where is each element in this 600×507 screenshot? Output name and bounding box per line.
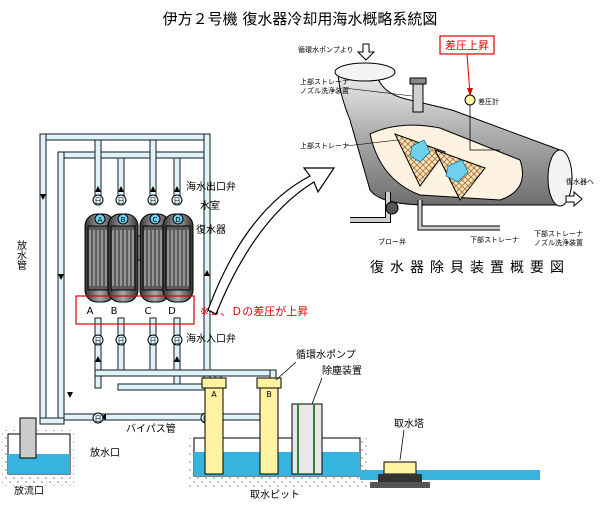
label-outlet-valve: 海水出口弁	[186, 180, 236, 193]
svg-text:日: 日	[118, 337, 125, 345]
label-lower-strainer-nozzle-2: ノズル洗浄装置	[534, 238, 583, 247]
pressure-rise-note: ※Ｂ、Ｄの差圧が上昇	[200, 304, 308, 318]
intake-tower	[370, 461, 430, 488]
label-lower-strainer: 下部ストレーナ	[470, 235, 519, 244]
pipe-network	[39, 133, 277, 425]
label-discharge-pipe: 放水管	[15, 239, 27, 271]
right-diagram-caption: 復水器除貝装置概要図	[370, 259, 570, 276]
inlet-valve-d: 日	[171, 334, 183, 346]
unit-label-b: B	[111, 306, 118, 317]
outflow-arrow	[565, 190, 583, 208]
label-to-condenser: 復水器へ	[566, 177, 594, 186]
label-condenser: 復水器	[196, 223, 226, 236]
debris-remover	[291, 403, 323, 475]
svg-text:日: 日	[95, 415, 102, 423]
circulating-pump-a: A	[201, 377, 227, 475]
outlet-valve-b: 日	[115, 194, 127, 206]
svg-text:日: 日	[150, 197, 157, 205]
label-lower-strainer-nozzle-1: 下部ストレーナ	[534, 229, 583, 238]
label-bypass-pipe: バイパス管	[126, 422, 176, 435]
svg-text:B: B	[266, 390, 272, 399]
unit-label-c: C	[145, 306, 152, 317]
inlet-valve-a: 日	[92, 334, 104, 346]
label-pump-side: 循環水ポンプより	[298, 45, 354, 54]
label-pressure-rise: 差圧上昇	[445, 38, 489, 52]
unit-label-a: A	[87, 306, 94, 317]
label-outfall: 放流口	[14, 484, 44, 497]
svg-text:日: 日	[95, 197, 102, 205]
condenser-bank: A B C D	[84, 213, 194, 303]
detail-pointer-arrow	[207, 167, 336, 315]
label-upper-strainer-nozzle-2: ノズル洗浄装置	[300, 86, 349, 95]
label-water-box: 水室	[200, 199, 220, 212]
label-upper-strainer-nozzle-1: 上部ストレーナ	[300, 77, 349, 86]
condenser-unit-d	[162, 213, 194, 303]
svg-text:日: 日	[118, 197, 125, 205]
label-upper-strainer: 上部ストレーナ	[300, 141, 349, 150]
discharge-valve: 日	[92, 412, 104, 424]
label-inlet-valve: 海水入口弁	[186, 332, 236, 345]
intake-pit	[188, 437, 540, 488]
outlet-valve-d: 日	[171, 194, 183, 206]
label-intake-tower: 取水塔	[394, 417, 424, 430]
pressure-highlight-box	[75, 295, 195, 325]
condenser-unit-b	[107, 213, 139, 303]
unit-label-d: D	[168, 306, 176, 317]
waterbox-label-c: C	[153, 216, 158, 224]
diagram-title: 伊方２号機 復水器冷却用海水概略系統図	[163, 10, 438, 28]
label-intake-pit: 取水ピット	[250, 489, 300, 501]
svg-text:A: A	[211, 390, 217, 399]
shell-remover-detail	[334, 62, 573, 231]
outlet-valve-c: 日	[147, 194, 159, 206]
label-blow-valve: ブロー弁	[378, 237, 406, 246]
waterbox-label-a: A	[98, 216, 103, 224]
inflow-arrow	[356, 43, 376, 61]
label-discharge-port: 放水口	[90, 446, 120, 459]
inlet-valve-b: 日	[115, 334, 127, 346]
label-pressure-gauge: 差圧計	[478, 97, 499, 106]
discharge-basin	[2, 417, 74, 486]
waterbox-label-d: D	[175, 216, 180, 224]
label-debris-remover: 除塵装置	[322, 364, 362, 377]
svg-text:日: 日	[150, 337, 157, 345]
outlet-valve-a: 日	[92, 194, 104, 206]
flow-arrows	[40, 186, 210, 420]
outlet-valves: 日 日 日 日	[92, 194, 183, 206]
svg-text:日: 日	[174, 197, 181, 205]
circulating-pump-b: B	[256, 377, 282, 475]
svg-text:日: 日	[174, 337, 181, 345]
inlet-valve-c: 日	[147, 334, 159, 346]
label-circulating-pump: 循環水ポンプ	[296, 348, 356, 361]
svg-text:日: 日	[95, 337, 102, 345]
waterbox-label-b: B	[121, 216, 126, 224]
